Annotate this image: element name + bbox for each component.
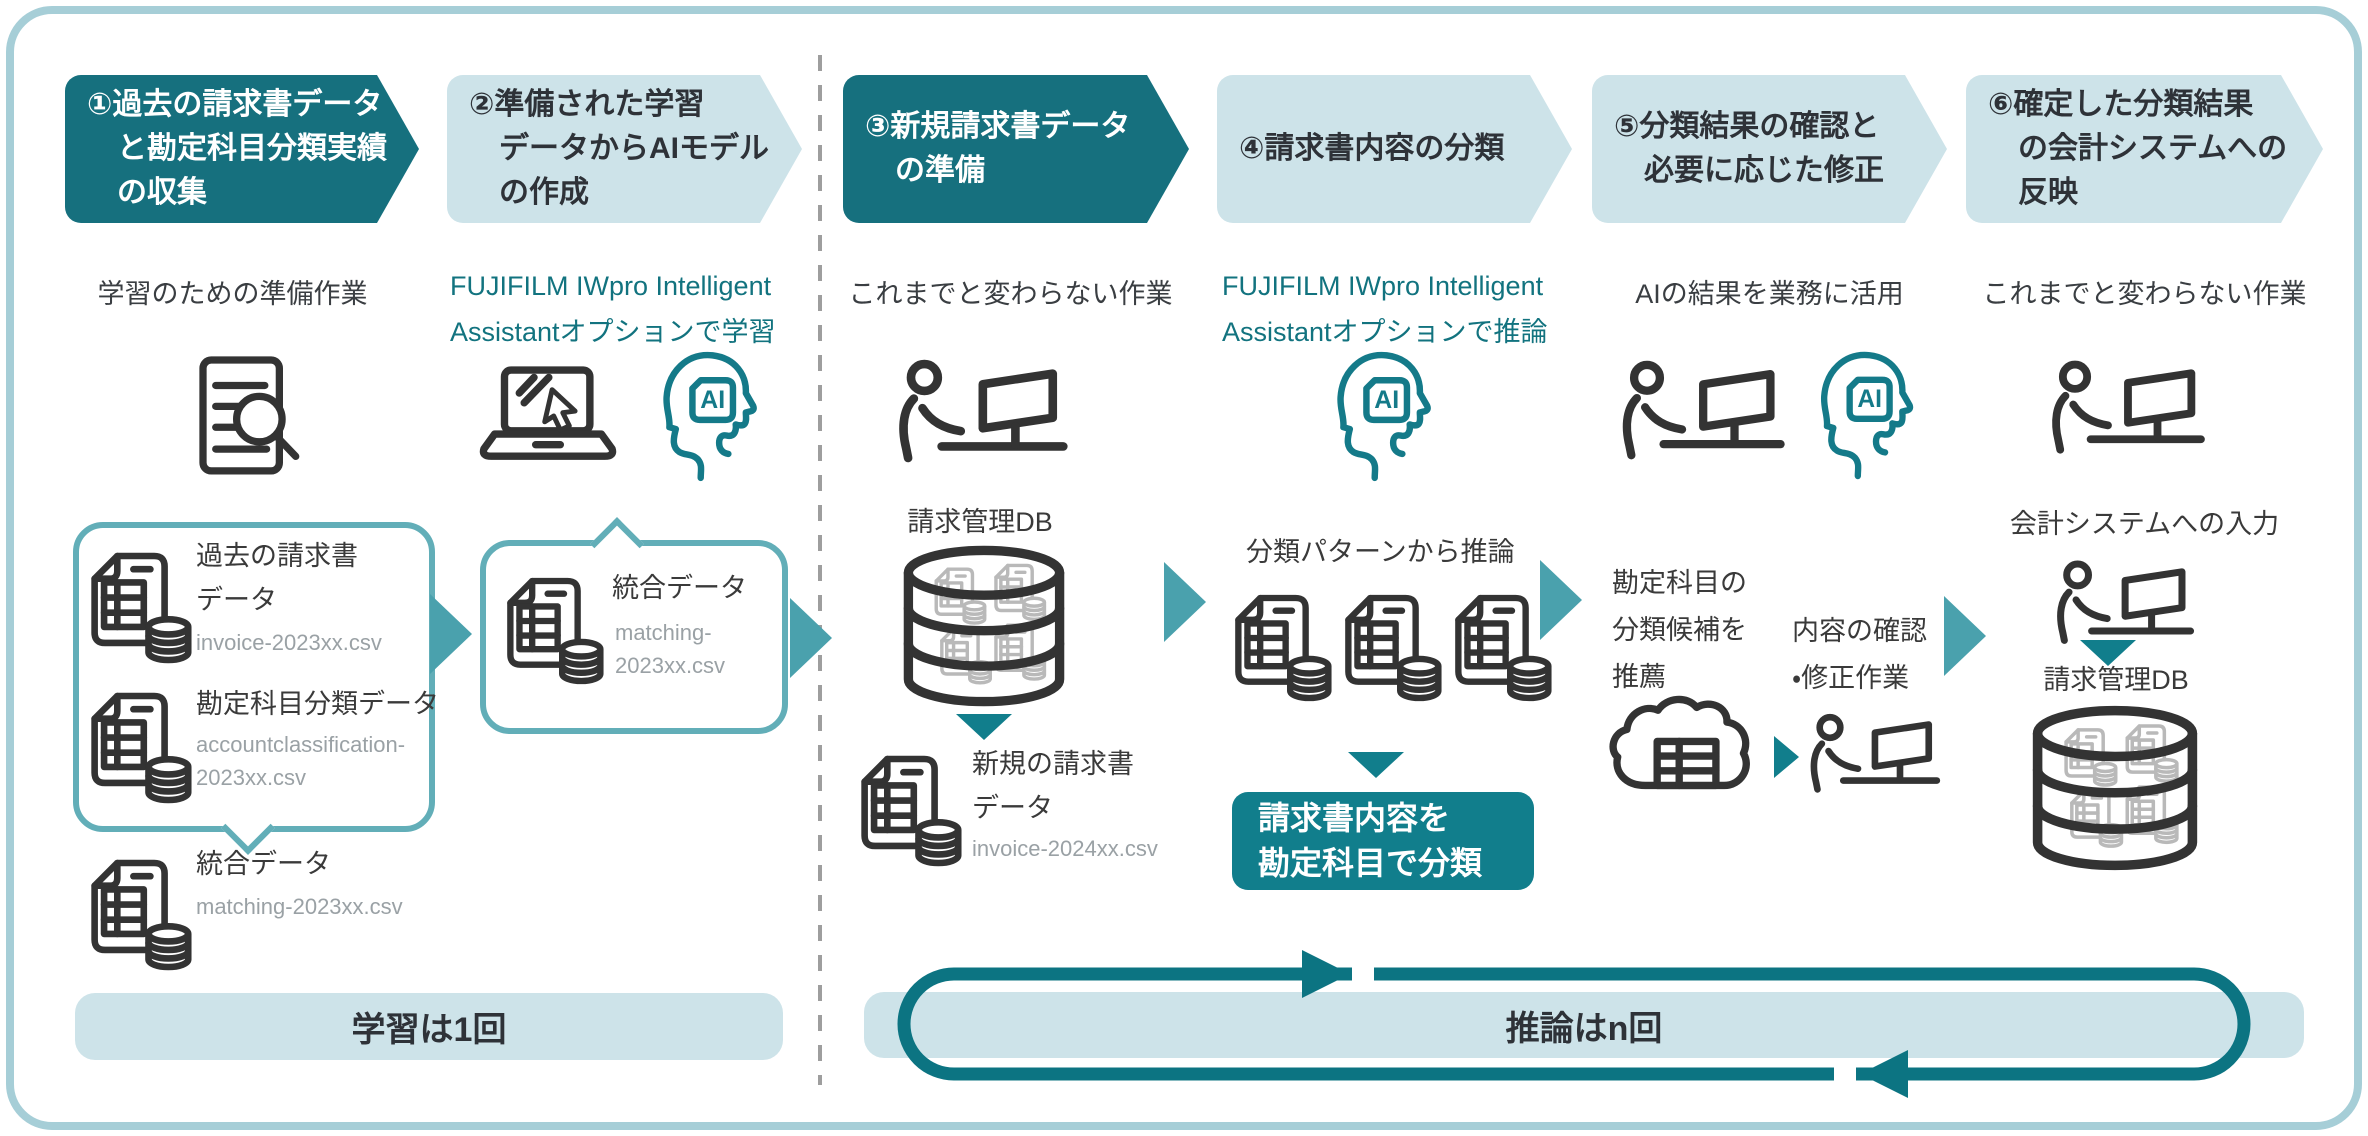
step-6-subtitle: これまでと変わらない作業 <box>1982 279 2307 309</box>
merged-data-filename: matching-2023xx.csv <box>196 894 403 919</box>
arrow-right-icon <box>430 594 472 674</box>
new-invoice-label: 新規の請求書 データ <box>972 749 1134 823</box>
laptop-cursor-icon <box>470 354 626 478</box>
document-database-icon <box>88 550 192 666</box>
database-icon <box>2022 702 2208 874</box>
document-database-icon <box>504 574 604 688</box>
step-3-header: ③新規請求書データ の準備 <box>843 75 1189 223</box>
arrow-down-icon <box>956 714 1012 740</box>
check-fix-label: 内容の確認 ・修正作業 <box>1792 616 1927 693</box>
merged-data-label: 統合データ <box>196 849 331 879</box>
accounting-input-label: 会計システムへの入力 <box>2009 509 2280 539</box>
step-5-subtitle: AIの結果を業務に活用 <box>1635 279 1904 309</box>
arrow-right-icon <box>790 598 832 678</box>
recommend-label: 勘定科目の 分類候補を 推薦 <box>1612 568 1747 692</box>
document-database-icon <box>1452 592 1552 704</box>
step-3-subtitle: これまでと変わらない作業 <box>848 279 1173 309</box>
person-desk-icon <box>2042 358 2207 458</box>
document-database-icon <box>1342 592 1442 704</box>
learning-once-pill: 学習は1回 <box>75 993 783 1060</box>
document-database-icon <box>858 752 962 870</box>
cloud-table-icon <box>1602 690 1772 802</box>
account-class-filename: accountclassification- 2023xx.csv <box>196 732 406 790</box>
past-invoice-filename: invoice-2023xx.csv <box>196 630 382 655</box>
person-desk-icon <box>1612 358 1787 464</box>
arrow-right-icon <box>1774 736 1799 778</box>
merged-data-label: 統合データ <box>612 573 747 603</box>
pattern-inference-label: 分類パターンから推論 <box>1246 537 1515 567</box>
document-database-icon <box>1232 592 1332 704</box>
account-class-label: 勘定科目分類データ <box>196 689 439 719</box>
phase-divider-dashed-line <box>818 55 822 1085</box>
document-database-icon <box>88 690 192 806</box>
step-4-subtitle: FUJIFILM IWpro Intelligent Assistantオプショ… <box>1222 271 1548 347</box>
ai-head-icon <box>648 348 770 488</box>
merged-data-filename: matching- 2023xx.csv <box>615 620 726 678</box>
step-1-subtitle: 学習のための準備作業 <box>97 279 368 309</box>
person-desk-icon <box>888 358 1070 466</box>
document-search-icon <box>183 348 303 492</box>
step-2-subtitle: FUJIFILM IWpro Intelligent Assistantオプショ… <box>450 271 776 347</box>
inference-n-pill: 推論はn回 <box>864 992 2304 1058</box>
step-6-header: ⑥確定した分類結果 の会計システムへの 反映 <box>1966 75 2323 223</box>
database-icon <box>892 542 1076 710</box>
step-5-header: ⑤分類結果の確認と 必要に応じた修正 <box>1592 75 1947 223</box>
diagram-frame <box>6 6 2362 1130</box>
past-invoice-label: 過去の請求書 データ <box>196 541 358 615</box>
arrow-right-icon <box>1944 596 1986 676</box>
arrow-down-icon <box>1348 752 1404 778</box>
arrow-down-icon <box>2080 640 2136 666</box>
arrow-right-icon <box>1540 560 1582 640</box>
invoice-db-label: 請求管理DB <box>2043 665 2189 695</box>
step-2-header: ②準備された学習 データからAIモデル の作成 <box>447 75 802 223</box>
ai-head-icon <box>1806 348 1926 486</box>
arrow-right-icon <box>1164 562 1206 642</box>
step-1-header: ①過去の請求書データ と勘定科目分類実績 の収集 <box>65 75 419 223</box>
document-database-icon <box>88 856 192 974</box>
person-desk-icon <box>2048 558 2196 648</box>
ai-head-icon <box>1322 348 1444 488</box>
new-invoice-filename: invoice-2024xx.csv <box>972 836 1158 861</box>
classification-result-box: 請求書内容を 勘定科目で分類 <box>1232 792 1534 890</box>
invoice-db-label: 請求管理DB <box>907 507 1053 537</box>
step-4-header: ④請求書内容の分類 <box>1217 75 1572 223</box>
person-desk-icon <box>1802 712 1942 796</box>
